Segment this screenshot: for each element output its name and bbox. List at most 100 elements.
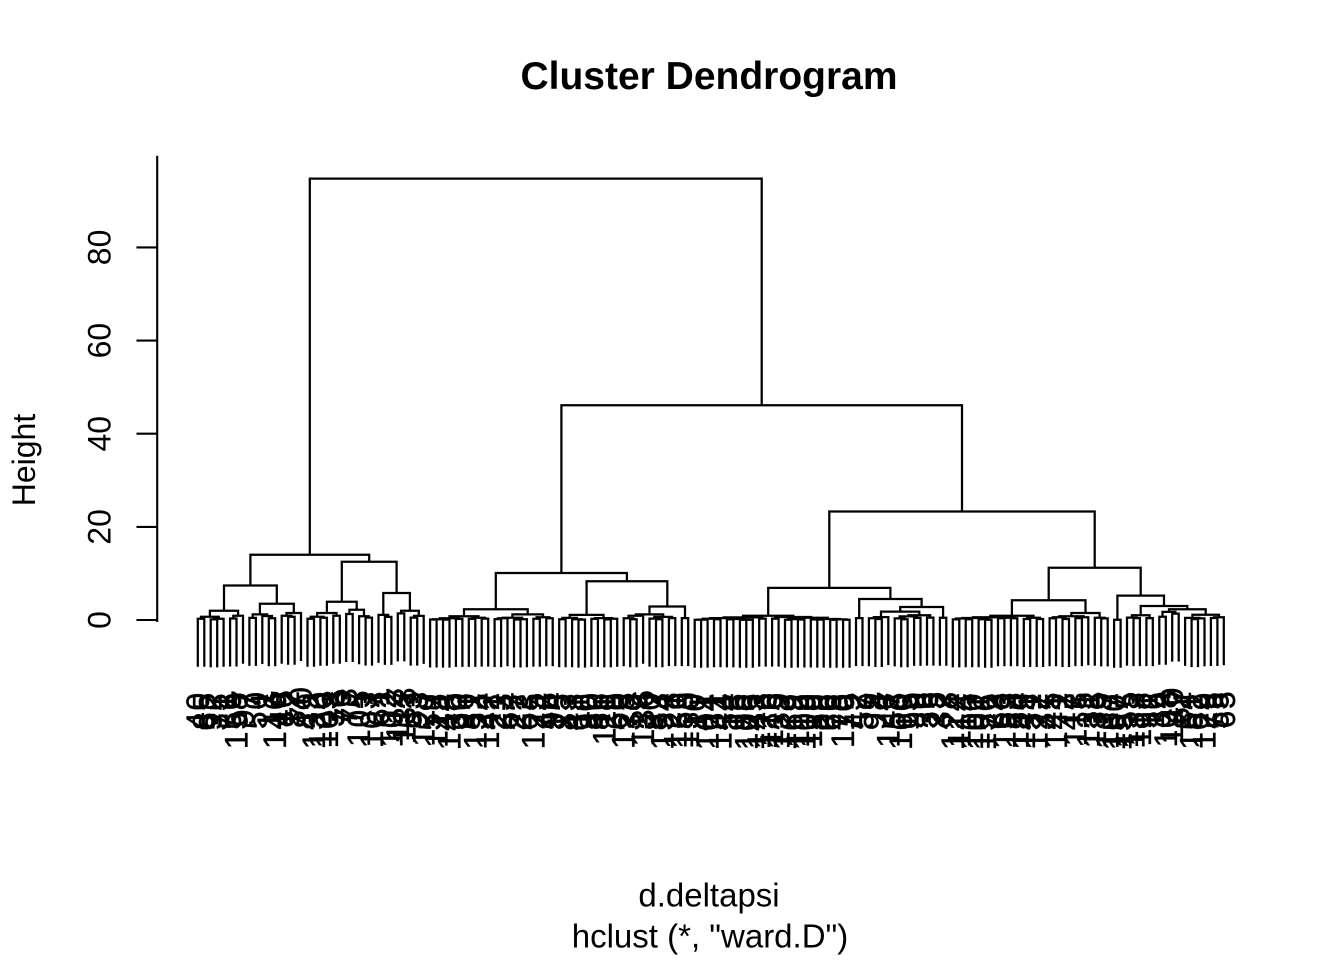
svg-text:9: 9: [851, 691, 887, 710]
svg-text:70: 70: [283, 686, 319, 725]
svg-text:56: 56: [212, 691, 248, 730]
svg-text:98: 98: [857, 692, 893, 731]
svg-text:35: 35: [199, 692, 235, 731]
svg-text:154: 154: [999, 691, 1035, 749]
svg-text:108: 108: [1148, 689, 1184, 747]
svg-text:32: 32: [922, 690, 958, 729]
svg-text:153: 153: [986, 691, 1022, 749]
svg-text:81: 81: [451, 691, 487, 730]
svg-text:66: 66: [812, 692, 848, 731]
svg-text:151: 151: [1174, 692, 1210, 750]
svg-text:8: 8: [928, 690, 964, 709]
svg-text:79: 79: [832, 692, 868, 731]
svg-text:36: 36: [909, 690, 945, 729]
svg-text:5: 5: [1064, 691, 1100, 710]
svg-text:14: 14: [948, 692, 984, 731]
svg-text:102: 102: [373, 689, 409, 747]
svg-text:64: 64: [490, 691, 526, 730]
svg-text:19: 19: [619, 692, 655, 731]
svg-text:51: 51: [696, 692, 732, 731]
svg-text:101: 101: [961, 692, 997, 750]
svg-text:155: 155: [1109, 690, 1145, 748]
svg-text:2: 2: [1045, 692, 1081, 711]
svg-text:54: 54: [709, 692, 745, 731]
svg-text:88: 88: [993, 691, 1029, 730]
svg-text:78: 78: [819, 692, 855, 731]
svg-text:43: 43: [554, 692, 590, 731]
svg-text:116: 116: [754, 691, 790, 747]
svg-text:146: 146: [257, 691, 293, 749]
svg-text:129: 129: [1187, 691, 1223, 749]
svg-text:160: 160: [883, 692, 919, 750]
svg-text:133: 133: [1116, 691, 1152, 749]
svg-text:61: 61: [361, 687, 397, 726]
svg-text:91: 91: [1128, 691, 1164, 730]
svg-text:Height: Height: [6, 414, 42, 507]
svg-text:73: 73: [328, 687, 364, 726]
svg-text:121: 121: [657, 691, 693, 749]
svg-text:139: 139: [761, 691, 797, 749]
svg-text:144: 144: [703, 692, 739, 750]
svg-text:118: 118: [1122, 691, 1158, 747]
svg-text:4: 4: [864, 692, 900, 711]
svg-text:60: 60: [599, 691, 635, 730]
svg-text:95: 95: [722, 692, 758, 731]
svg-text:130: 130: [670, 691, 706, 749]
svg-text:123: 123: [767, 692, 803, 750]
svg-text:125: 125: [515, 691, 551, 749]
svg-text:52: 52: [367, 689, 403, 728]
svg-text:40: 40: [180, 691, 216, 730]
svg-text:22: 22: [503, 692, 539, 731]
svg-text:112: 112: [780, 692, 816, 748]
svg-text:53: 53: [393, 690, 429, 729]
svg-text:159: 159: [664, 691, 700, 749]
svg-text:104: 104: [690, 692, 726, 750]
svg-text:40: 40: [82, 416, 118, 452]
svg-text:71: 71: [206, 691, 242, 730]
svg-text:147: 147: [870, 690, 906, 748]
svg-text:69: 69: [774, 692, 810, 731]
svg-text:24: 24: [464, 691, 500, 730]
svg-text:115: 115: [419, 692, 455, 748]
svg-text:34: 34: [1141, 689, 1177, 728]
svg-text:d.deltapsi: d.deltapsi: [638, 877, 779, 914]
svg-text:11: 11: [561, 692, 597, 728]
svg-text:75: 75: [1193, 691, 1229, 730]
svg-text:117: 117: [380, 686, 416, 742]
svg-text:27: 27: [496, 692, 532, 731]
svg-text:93: 93: [399, 690, 435, 729]
svg-text:48: 48: [264, 688, 300, 727]
svg-text:141: 141: [1038, 691, 1074, 749]
svg-text:50: 50: [238, 690, 274, 729]
svg-text:111: 111: [586, 692, 622, 745]
svg-text:86: 86: [580, 691, 616, 730]
svg-text:hclust (*, "ward.D"): hclust (*, "ward.D"): [572, 918, 849, 955]
svg-text:140: 140: [1154, 686, 1190, 744]
svg-text:49: 49: [290, 691, 326, 730]
svg-text:0: 0: [82, 611, 118, 629]
svg-text:60: 60: [82, 323, 118, 359]
svg-text:134: 134: [644, 692, 680, 750]
svg-text:1: 1: [244, 689, 280, 708]
svg-text:7: 7: [231, 690, 267, 709]
svg-text:46: 46: [528, 691, 564, 730]
svg-text:20: 20: [632, 691, 668, 730]
svg-text:82: 82: [638, 692, 674, 731]
svg-text:21: 21: [477, 692, 513, 731]
svg-text:65: 65: [1206, 690, 1242, 729]
svg-text:80: 80: [82, 230, 118, 266]
svg-text:142: 142: [470, 691, 506, 749]
svg-text:131: 131: [1070, 690, 1106, 748]
svg-text:119: 119: [793, 692, 829, 748]
svg-text:74: 74: [522, 691, 558, 730]
svg-text:33: 33: [612, 692, 648, 731]
svg-text:41: 41: [683, 692, 719, 731]
svg-text:18: 18: [715, 692, 751, 731]
svg-text:107: 107: [354, 690, 390, 748]
svg-text:137: 137: [1090, 691, 1126, 749]
svg-text:25: 25: [915, 690, 951, 729]
svg-text:113: 113: [1057, 691, 1093, 747]
svg-text:136: 136: [625, 688, 661, 746]
svg-text:148: 148: [432, 692, 468, 750]
svg-text:3: 3: [348, 690, 384, 709]
